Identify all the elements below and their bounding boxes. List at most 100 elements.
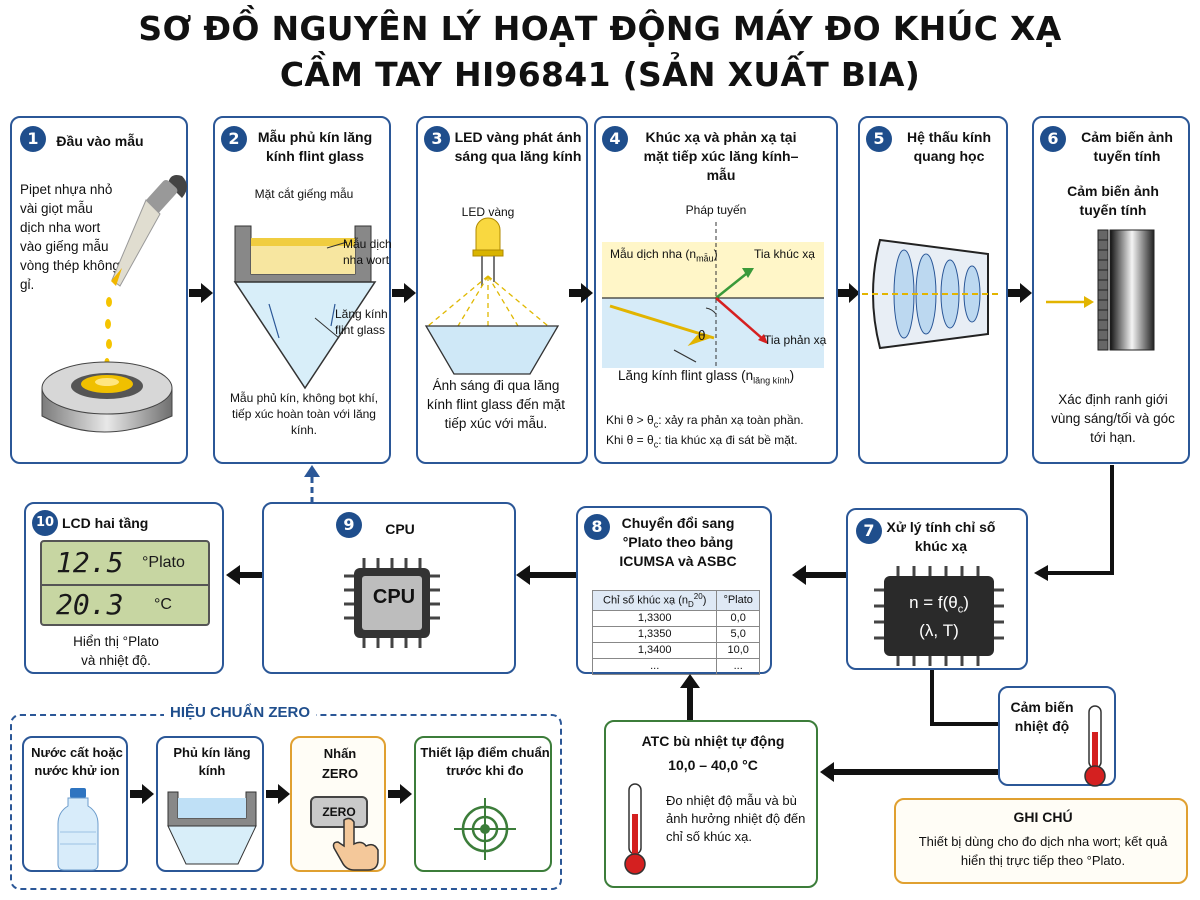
step-10-box: 10 LCD hai tầng 12.5 °Plato 20.3 °C Hiển…	[24, 502, 224, 674]
step-5-number: 5	[866, 126, 892, 152]
step-4-sample-label: Mẫu dịch nha (nmẫu)	[610, 247, 718, 264]
step-10-number: 10	[32, 510, 58, 536]
arrow-9-to-10	[226, 565, 264, 585]
step-3-number: 3	[424, 126, 450, 152]
arrow-1-to-2	[189, 283, 213, 303]
zero-button-label: ZERO	[322, 805, 356, 819]
water-bottle-icon	[57, 788, 99, 871]
note-2-b: : tia khúc xạ đi sát bề mặt.	[658, 433, 798, 447]
cpu-chip-label: CPU	[372, 586, 416, 608]
step-3-box: 3 LED vàng phát ánh sáng qua lăng kính L…	[416, 116, 588, 464]
cpu-chip-icon	[344, 558, 440, 648]
step-4-normal-label: Pháp tuyến	[685, 203, 747, 217]
step-4-reflect-label: Tia phản xạ	[764, 333, 827, 347]
step-8-number: 8	[584, 514, 610, 540]
step-4-note-1: Khi θ > θc: xảy ra phản xạ toàn phần.	[606, 412, 836, 432]
step-1-title: Đầu vào mẫu	[56, 133, 144, 149]
lcd-value-temp: 20.3	[56, 588, 124, 621]
step-6-sub-title: Cảm biến ảnh tuyến tính	[1067, 183, 1159, 218]
step-6-box: 6 Cảm biến ảnh tuyến tính Cảm biến ảnh t…	[1032, 116, 1190, 464]
pipette-icon	[111, 175, 187, 287]
atc-range: 10,0 – 40,0 °C	[668, 757, 758, 773]
step-5-box: 5 Hệ thấu kính quang học	[858, 116, 1008, 464]
step-7-box: 7 Xử lý tính chỉ số khúc xạ n = f(θc) (λ…	[846, 508, 1028, 670]
arrow-6-to-7	[1034, 465, 1114, 581]
note-2-a: Khi θ = θ	[606, 433, 654, 447]
covered-prism-icon	[167, 791, 257, 865]
zero-step-press: Nhấn ZERO ZERO	[290, 736, 386, 872]
step-1-text: Pipet nhựa nhỏ vài giọt mẫu dịch nha wor…	[20, 182, 120, 292]
prism-label-sub: lăng kính	[753, 375, 790, 386]
target-icon	[454, 798, 516, 860]
atc-thermometer-icon	[624, 783, 646, 875]
step-9-box: 9 CPU CPU	[262, 502, 516, 674]
dashed-arrow-9-to-2	[304, 465, 320, 503]
arrow-atc-to-8	[680, 674, 700, 720]
temp-sensor-title: Cảm biến nhiệt độ	[1010, 699, 1074, 734]
zero-step-press-line-1: Nhấn	[323, 746, 357, 761]
step-3-text: Ánh sáng đi qua lăng kính flint glass đế…	[426, 378, 566, 431]
step-2-prism-label: Lăng kính flint glass	[335, 307, 388, 337]
lcd-value-plato: 12.5	[56, 546, 124, 579]
note-2-sub: c	[653, 439, 659, 450]
zero-step-setpoint: Thiết lập điểm chuẩn trước khi đo	[414, 736, 552, 872]
step-6-text: Xác định ranh giới vùng sáng/tối và góc …	[1051, 392, 1175, 445]
title-line-2: CẦM TAY HI96841 (SẢN XUẤT BIA)	[279, 55, 921, 94]
zero-step-cover: Phủ kín lăng kính	[156, 736, 264, 872]
table-header-refractive-index: Chỉ số khúc xạ (nD20)	[591, 590, 718, 611]
arrow-zero-3-to-4	[388, 784, 412, 804]
step-6-title: Cảm biến ảnh tuyến tính	[1081, 129, 1173, 164]
note-title: GHI CHÚ	[1013, 809, 1073, 825]
thermometer-icon	[1084, 705, 1106, 787]
note-text: Thiết bị dùng cho đo dịch nha wort; kết …	[918, 834, 1168, 868]
sample-label-main: Mẫu dịch nha (n	[610, 247, 697, 261]
step-2-title: Mẫu phủ kín lăng kính flint glass	[257, 129, 373, 164]
arrow-5-to-6	[1008, 283, 1032, 303]
page-title: SƠ ĐỒ NGUYÊN LÝ HOẠT ĐỘNG MÁY ĐO KHÚC XẠ…	[0, 6, 1200, 98]
step-1-box: 1 Đầu vào mẫu Pipet nhựa nhỏ vài giọt mẫ…	[10, 116, 188, 464]
zero-step-water: Nước cất hoặc nước khử ion	[22, 736, 128, 872]
arrow-3-to-4	[569, 283, 593, 303]
sample-well-icon	[41, 361, 173, 433]
step-5-title: Hệ thấu kính quang học	[906, 129, 991, 164]
arrow-7-to-8	[792, 565, 846, 585]
step-4-note-2: Khi θ = θc: tia khúc xạ đi sát bề mặt.	[606, 432, 836, 452]
led-icon	[472, 217, 504, 286]
step-4-theta: θ	[698, 328, 706, 343]
led-and-prism-illustration	[424, 217, 560, 375]
zero-step-setpoint-label: Thiết lập điểm chuẩn trước khi đo	[420, 745, 550, 778]
step-2-number: 2	[221, 126, 247, 152]
connector-7-to-temp-sensor	[930, 670, 1000, 726]
table-row: ......	[591, 657, 760, 675]
step-7-number: 7	[856, 518, 882, 544]
linear-sensor-illustration	[1046, 229, 1155, 351]
step-2-sample-label: Mẫu dịch nha wort	[343, 237, 392, 267]
lcd-unit-plato: °Plato	[142, 554, 185, 571]
title-line-1: SƠ ĐỒ NGUYÊN LÝ HOẠT ĐỘNG MÁY ĐO KHÚC XẠ	[138, 9, 1062, 48]
zero-button[interactable]: ZERO	[310, 796, 368, 828]
step-4-title: Khúc xạ và phản xạ tại mặt tiếp xúc lăng…	[643, 129, 799, 183]
step-7-formula: n = f(θc) (λ, T)	[909, 593, 969, 641]
step-10-title: LCD hai tầng	[62, 515, 149, 531]
processor-chip-icon	[874, 566, 1004, 666]
step-6-number: 6	[1040, 126, 1066, 152]
arrow-8-to-9	[516, 565, 576, 585]
prism-label-main: Lăng kính flint glass (n	[618, 368, 754, 383]
step-8-box: 8 Chuyển đổi sang °Plato theo bảng ICUMS…	[576, 506, 772, 675]
step-3-led-label: LED vàng	[461, 205, 515, 219]
lcd-unit-temp: °C	[154, 596, 172, 613]
note-1-b: : xảy ra phản xạ toàn phần.	[658, 413, 804, 427]
well-cross-section-illustration	[233, 225, 377, 390]
sample-label-sub: mẫu	[696, 253, 714, 264]
arrow-4-to-5	[838, 283, 860, 303]
atc-text: Đo nhiệt độ mẫu và bù ảnh hưởng nhiệt độ…	[666, 793, 806, 844]
atc-box: ATC bù nhiệt tự động 10,0 – 40,0 °C Đo n…	[604, 720, 818, 888]
step-1-number: 1	[20, 126, 46, 152]
lens-system-illustration	[862, 238, 1000, 350]
arrow-zero-2-to-3	[266, 784, 290, 804]
pipette-and-well-illustration	[41, 175, 187, 433]
